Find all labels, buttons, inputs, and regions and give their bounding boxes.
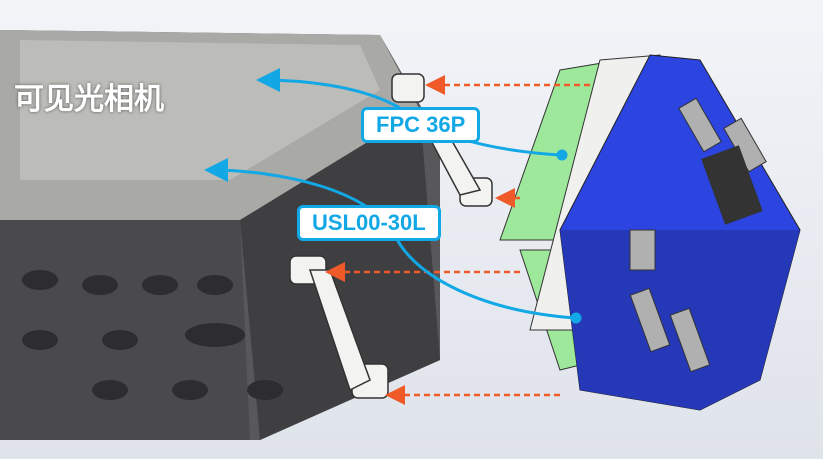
fpc-connector-label: FPC 36P (361, 107, 481, 143)
usl-connector-label: USL00-30L (297, 205, 441, 241)
camera-title: 可见光相机 (14, 82, 164, 117)
camera-housing (0, 30, 440, 440)
pcb-assembly (499, 54, 801, 411)
